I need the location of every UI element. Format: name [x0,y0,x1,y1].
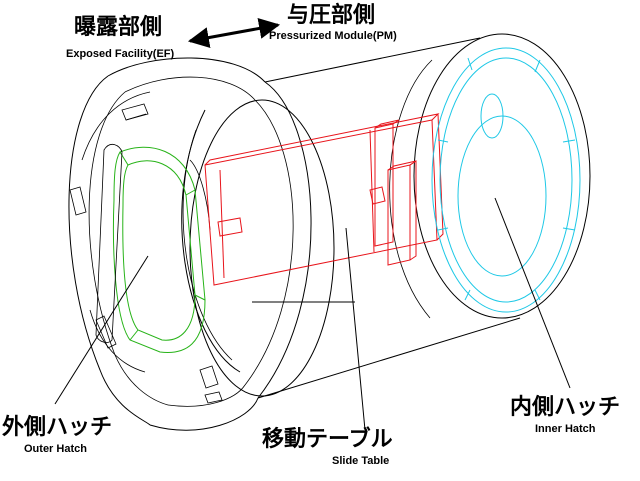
inner-hatch-label-en: Inner Hatch [535,423,596,435]
outer-hatch-label-jp: 外側ハッチ [2,414,112,440]
direction-arrow [187,18,281,48]
slide-table-label-en: Slide Table [332,455,389,467]
outer-hatch [95,143,211,353]
slide-table-label-jp: 移動テーブル [262,426,393,452]
outer-hatch-label-en: Outer Hatch [24,443,87,455]
pm-label-jp: 与圧部側 [287,2,375,28]
inner-hatch [431,47,581,313]
slide-table [204,113,444,286]
ef-label-jp: 曝露部側 [74,14,162,40]
inner-hatch-label-jp: 内側ハッチ [510,395,620,420]
outer-hatch-leader [54,255,149,405]
pm-label-en: Pressurized Module(PM) [269,30,397,42]
ef-end-ring [68,57,312,431]
airlock-cylinder [181,33,591,399]
ef-label-en: Exposed Facility(EF) [66,48,175,60]
slide-table-leader [345,227,366,431]
inner-hatch-leader [494,197,571,389]
